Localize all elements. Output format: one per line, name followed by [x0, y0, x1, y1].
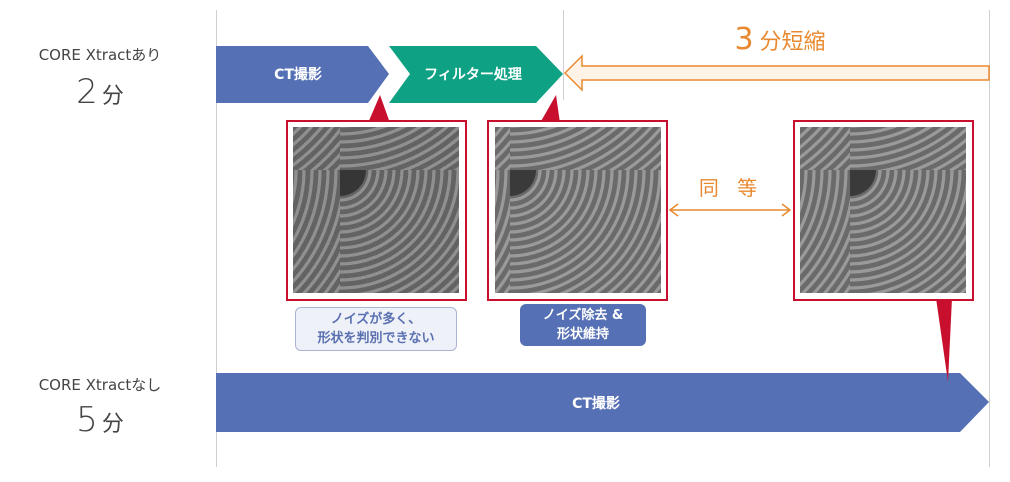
filtered-image-panel	[487, 95, 668, 301]
equivalence-arrow	[668, 203, 792, 217]
row-label-without: CORE Xtractなし	[38, 376, 162, 394]
filter-step-arrow	[389, 46, 563, 103]
filter-step-label: フィルター処理	[424, 67, 522, 83]
ct-step-arrow	[216, 46, 389, 103]
reference-image-panel	[793, 120, 974, 382]
ct-long-arrow	[216, 373, 989, 432]
denoised-caption-line-1: ノイズ除去 &	[542, 308, 624, 323]
ct-long-label: CT撮影	[572, 396, 620, 412]
ct-step-label: CT撮影	[274, 67, 322, 83]
denoised-caption-line-2: 形状維持	[556, 327, 609, 342]
row-label-with: CORE Xtractあり	[38, 46, 162, 64]
denoised-caption: ノイズ除去 & 形状維持	[520, 304, 646, 346]
noisy-caption: ノイズが多く、 形状を判別できない	[295, 307, 457, 351]
noisy-image-panel	[286, 95, 467, 301]
noisy-caption-line-2: 形状を判別できない	[317, 331, 435, 346]
time-saved-arrow	[563, 54, 990, 92]
noisy-caption-line-1: ノイズが多く、	[330, 312, 422, 327]
equivalent-label: 同 等	[698, 176, 764, 200]
